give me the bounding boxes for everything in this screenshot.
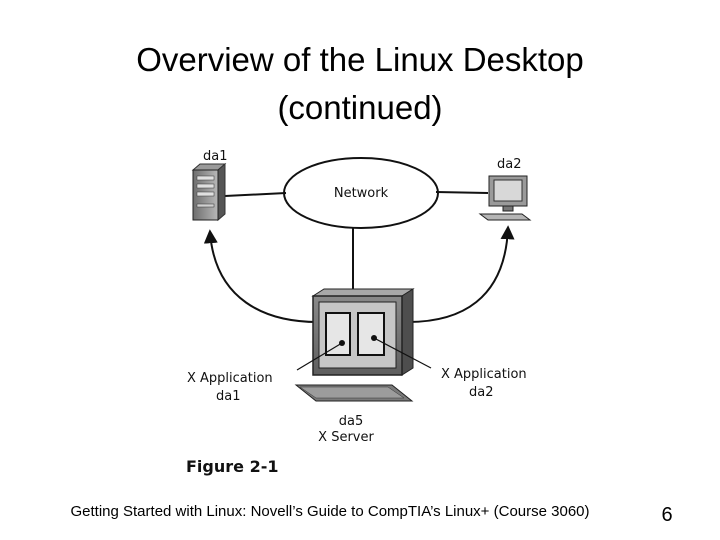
arrow-to-da2 (407, 225, 515, 323)
app-window-da2 (357, 312, 385, 356)
app-pointers (296, 337, 432, 371)
pointer-app-da2 (373, 337, 432, 369)
app-right-label-line-1: X Application (441, 367, 527, 382)
host-da2-label: da2 (497, 157, 522, 172)
server-tower-icon (191, 162, 227, 222)
page-number: 6 (661, 504, 673, 526)
network-label: Network (334, 186, 389, 201)
link-da1-network (224, 192, 287, 197)
link-network-da2 (435, 191, 489, 194)
app-left-label-line-2: da1 (216, 389, 241, 404)
server-label-line-1: da5 (339, 414, 364, 429)
app-window-da1 (325, 312, 351, 356)
workstation-icon (478, 175, 532, 221)
server-label-line-2: X Server (318, 430, 374, 445)
display-arrows (203, 225, 515, 323)
app-left-label-line-1: X Application (187, 371, 273, 386)
slide-title: Overview of the Linux Desktop (continued… (60, 36, 660, 132)
arrow-to-da1 (203, 229, 319, 323)
x-server-monitor-icon (294, 288, 415, 402)
slide-title-line-1: Overview of the Linux Desktop (136, 41, 584, 78)
app-right-label-line-2: da2 (469, 385, 494, 400)
pointer-app-da1 (296, 342, 343, 371)
figure-caption: Figure 2-1 (186, 457, 278, 476)
network-links (224, 191, 489, 296)
network-cloud: Network (283, 157, 439, 229)
host-da1-label: da1 (203, 149, 228, 164)
slide-title-line-2: (continued) (277, 89, 443, 126)
slide-footer: Getting Started with Linux: Novell’s Gui… (70, 503, 590, 520)
